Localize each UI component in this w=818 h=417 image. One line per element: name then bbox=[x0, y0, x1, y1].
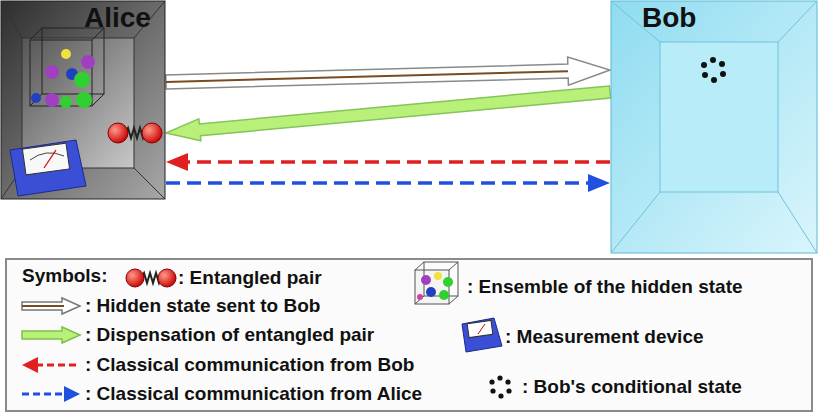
legend-text: : Classical communication from Alice bbox=[85, 383, 422, 405]
legend-text: : Hidden state sent to Bob bbox=[85, 295, 320, 317]
legend-text: : Measurement device bbox=[505, 326, 704, 348]
legend-text: : Entangled pair bbox=[178, 267, 322, 289]
connector-arrow bbox=[166, 174, 610, 192]
connector-arrow bbox=[166, 86, 611, 141]
bob-cube bbox=[610, 0, 818, 254]
bob-box: Bob bbox=[610, 0, 818, 254]
legend-text: : Ensemble of the hidden state bbox=[467, 276, 743, 298]
box-title: Alice bbox=[84, 2, 151, 34]
legend-text: : Bob's conditional state bbox=[522, 376, 742, 398]
connector-arrow bbox=[166, 153, 610, 171]
legend-text: : Classical communication from Bob bbox=[85, 354, 414, 376]
legend-heading: Symbols: bbox=[22, 265, 108, 287]
connector-arrow bbox=[166, 57, 610, 89]
legend-text: : Dispensation of entangled pair bbox=[85, 324, 374, 346]
alice-box: Alice bbox=[0, 0, 166, 200]
box-title: Bob bbox=[642, 2, 696, 34]
